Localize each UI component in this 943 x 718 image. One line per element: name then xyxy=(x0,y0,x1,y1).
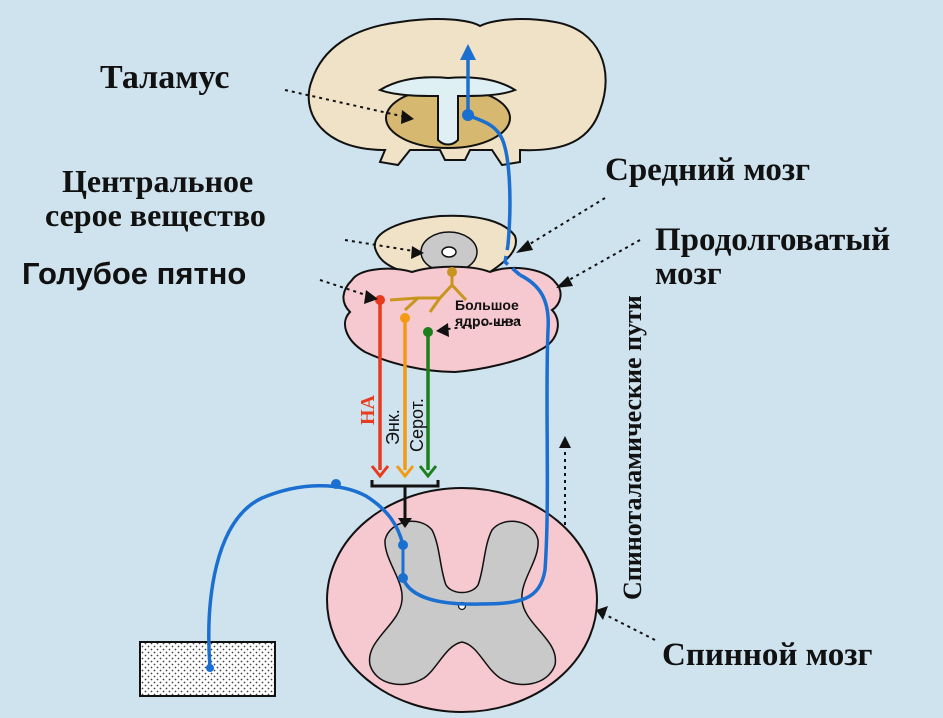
label-raphe-1: Большое xyxy=(455,297,519,313)
pointer-spinothalamic-head xyxy=(559,436,571,448)
label-raphe-2: ядро шва xyxy=(455,313,521,329)
label-medulla-1: Продолговатый xyxy=(655,222,890,258)
enk-soma xyxy=(400,313,410,323)
pointer-medulla xyxy=(560,240,640,285)
pointer-midbrain xyxy=(520,198,605,250)
brain-section xyxy=(309,19,606,165)
pointer-medulla-head xyxy=(556,276,573,288)
label-spinothalamic: Спиноталамические пути xyxy=(618,295,647,600)
serot-soma xyxy=(423,327,433,337)
label-medulla-2: мозг xyxy=(655,256,722,292)
label-central-gray-1: Центральное xyxy=(62,163,253,199)
label-spinal-cord: Спинной мозг xyxy=(662,637,872,673)
pointer-midbrain-head xyxy=(516,240,533,253)
label-central-gray-2: серое вещество xyxy=(45,197,266,233)
label-na: НА xyxy=(357,394,379,425)
afferent-ending xyxy=(206,664,214,672)
dorsal-root-ganglion xyxy=(331,479,341,489)
label-locus-coeruleus: Голубое пятно xyxy=(22,256,246,291)
spinal-cord-section xyxy=(327,488,597,712)
aqueduct xyxy=(442,247,456,257)
pointer-spinal xyxy=(600,612,655,640)
label-enk: Энк. xyxy=(383,409,403,445)
pointer-spinal-head xyxy=(596,606,608,620)
na-soma xyxy=(375,295,385,305)
label-thalamus: Таламус xyxy=(100,59,229,96)
label-serot: Серот. xyxy=(407,398,427,452)
lc-soma xyxy=(447,267,457,277)
label-midbrain: Средний мозг xyxy=(605,152,810,188)
